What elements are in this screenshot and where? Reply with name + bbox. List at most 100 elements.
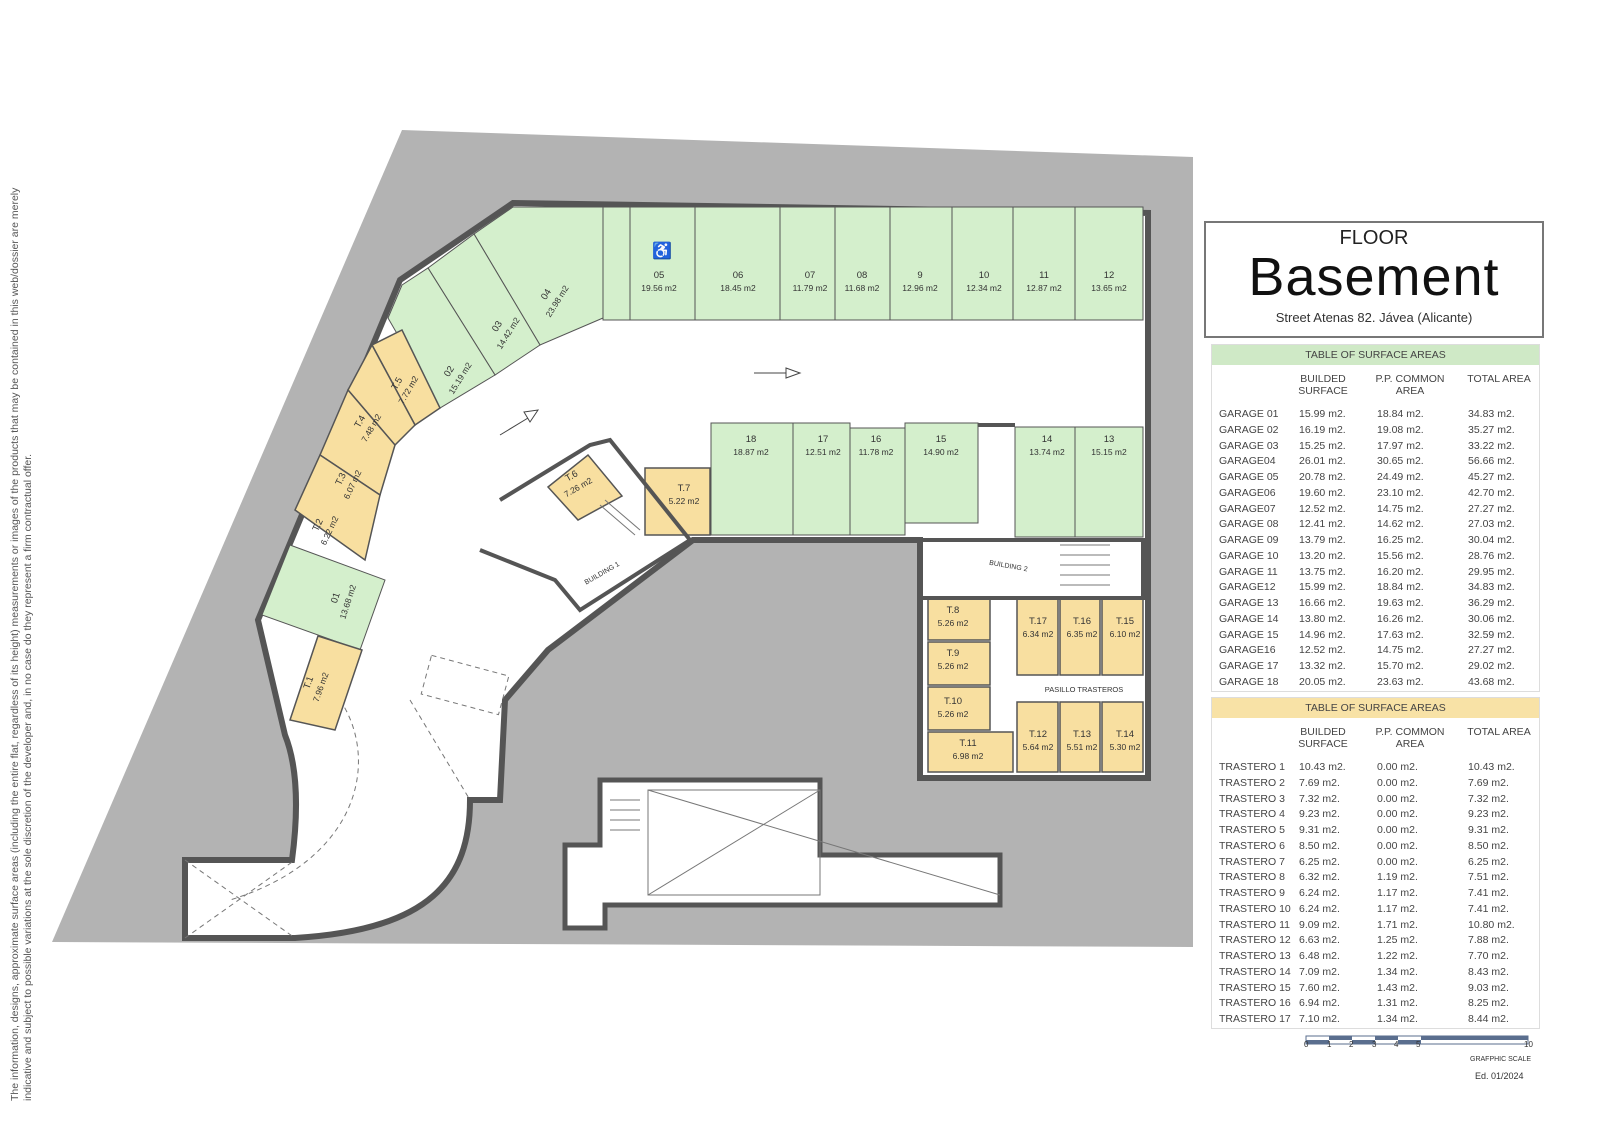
builded-surface: 8.50 m2. (1299, 839, 1340, 852)
storage-id: T.8 (947, 605, 960, 616)
common-area: 17.97 m2. (1377, 439, 1424, 452)
garage-id: 04 (539, 287, 554, 302)
total-area: 7.41 m2. (1468, 902, 1509, 915)
builded-surface: 6.24 m2. (1299, 902, 1340, 915)
total-area: 29.95 m2. (1468, 565, 1515, 578)
storage-area: 6.34 m2 (1023, 629, 1054, 639)
unit-name: TRASTERO 10 (1219, 902, 1291, 915)
stairs (599, 499, 1110, 586)
common-area: 24.49 m2. (1377, 471, 1424, 483)
unit-name: TRASTERO 17 (1219, 1013, 1291, 1025)
building-2-core (920, 538, 1145, 600)
floor-label: FLOOR (1339, 227, 1409, 249)
unit-name: GARAGE12 (1219, 581, 1276, 594)
total-area: 32.59 m2. (1468, 628, 1515, 641)
total-area: 34.83 m2. (1468, 581, 1515, 594)
storage-t8-area (927, 597, 991, 641)
builded-surface: 9.31 m2. (1299, 824, 1340, 836)
graphic-scale-label: GRAFPHIC SCALE (1470, 1056, 1532, 1063)
storage-t2-area (294, 453, 381, 562)
scale-tick-3: 3 (1372, 1040, 1377, 1049)
total-area: 43.68 m2. (1468, 675, 1515, 688)
storage-id: T.10 (944, 696, 962, 707)
column-builded: BUILDED SURFACE (1298, 726, 1348, 750)
builded-surface: 13.80 m2. (1299, 612, 1346, 625)
common-area: 16.20 m2. (1377, 565, 1424, 578)
common-area: 0.00 m2. (1377, 776, 1418, 789)
storage-t17-area (1016, 597, 1059, 676)
total-area: 29.02 m2. (1468, 660, 1515, 672)
storage-t6-area (546, 453, 624, 521)
total-area: 27.27 m2. (1468, 502, 1515, 515)
storage-t11-area (927, 731, 1014, 773)
total-area: 8.44 m2. (1468, 1013, 1509, 1025)
builded-surface: 13.75 m2. (1299, 565, 1346, 578)
storage-id: T.6 (564, 468, 580, 484)
total-area: 9.23 m2. (1468, 808, 1509, 821)
common-area: 1.19 m2. (1377, 871, 1418, 884)
unit-name: GARAGE 15 (1219, 628, 1279, 641)
unit-name: TRASTERO 6 (1219, 839, 1285, 852)
builded-surface: 16.19 m2. (1299, 423, 1346, 436)
garage-id: 11 (1039, 270, 1049, 281)
garage-id: 01 (329, 591, 343, 604)
unit-name: GARAGE 13 (1219, 597, 1279, 609)
total-area: 9.03 m2. (1468, 981, 1509, 994)
storage-label: T.75.22 m2 (669, 483, 700, 506)
builded-surface: 10.43 m2. (1299, 761, 1346, 773)
unit-name: GARAGE 03 (1219, 439, 1279, 452)
corridor-label: PASILLO TRASTEROS (1045, 685, 1124, 694)
common-area: 16.25 m2. (1377, 534, 1424, 546)
total-area: 8.25 m2. (1468, 997, 1509, 1010)
builded-surface: 6.24 m2. (1299, 887, 1340, 899)
total-area: 30.04 m2. (1468, 534, 1515, 546)
garage-area: 11.78 m2 (859, 447, 894, 457)
total-area: 8.50 m2. (1468, 839, 1509, 852)
total-area: 34.83 m2. (1468, 408, 1515, 420)
floor-title-box: FLOOR Basement Street Atenas 82. Jávea (… (1204, 221, 1544, 338)
address: Street Atenas 82. Jávea (Alicante) (1275, 310, 1473, 325)
common-area: 0.00 m2. (1377, 792, 1418, 805)
total-area: 35.27 m2. (1468, 423, 1515, 436)
garage-surface-table: TABLE OF SURFACE AREAS BUILDED SURFACE P… (1211, 344, 1540, 692)
unit-name: TRASTERO 4 (1219, 808, 1285, 821)
storage-area: 5.26 m2 (938, 661, 969, 671)
common-area: 0.00 m2. (1377, 824, 1418, 836)
unit-name: TRASTERO 3 (1219, 792, 1285, 805)
total-area: 10.80 m2. (1468, 918, 1515, 931)
builded-surface: 13.32 m2. (1299, 660, 1346, 672)
common-area: 17.63 m2. (1377, 628, 1424, 641)
builded-surface: 16.66 m2. (1299, 597, 1346, 609)
builded-surface: 13.79 m2. (1299, 534, 1346, 546)
storage-t14-area (1101, 701, 1144, 773)
storage-label: T.10 5.26 m2 (938, 696, 969, 719)
common-area: 18.84 m2. (1377, 581, 1424, 594)
common-area: 1.34 m2. (1377, 1013, 1418, 1025)
common-area: 23.63 m2. (1377, 675, 1424, 688)
total-area: 10.43 m2. (1468, 761, 1515, 773)
unit-name: GARAGE 08 (1219, 518, 1279, 531)
garage-id: 03 (490, 319, 505, 334)
unit-name: GARAGE06 (1219, 486, 1276, 499)
builded-surface: 6.32 m2. (1299, 871, 1340, 884)
storage-area: 5.26 m2 (938, 709, 969, 719)
garage-17-area (792, 422, 851, 536)
garage-table-header: TABLE OF SURFACE AREAS (1212, 345, 1539, 365)
storage-surface-table: TABLE OF SURFACE AREAS BUILDED SURFACE P… (1211, 697, 1540, 1029)
total-area: 8.43 m2. (1468, 965, 1509, 978)
column-total: TOTAL AREA (1467, 726, 1531, 738)
total-area: 9.31 m2. (1468, 824, 1509, 836)
